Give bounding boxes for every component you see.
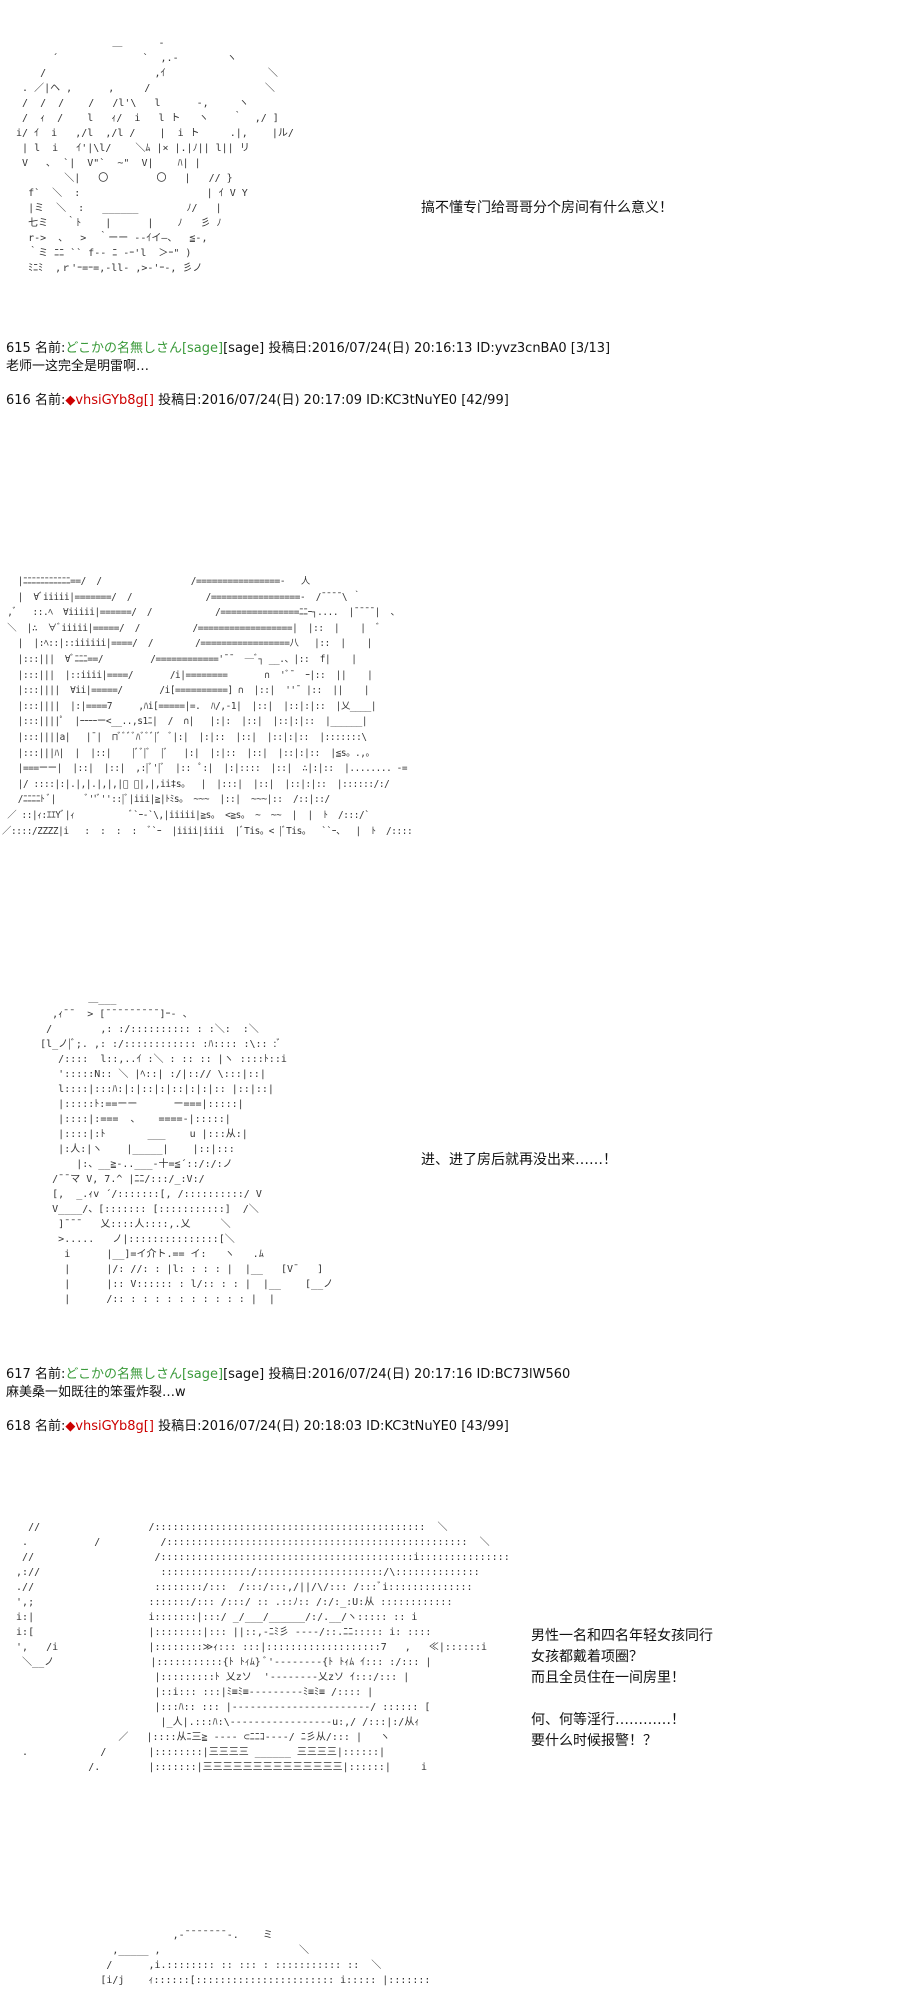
sage-link[interactable]: [sage] [181,1367,224,1382]
post-number: 618 名前: [6,1419,66,1434]
poster-bracket: [] [143,393,154,408]
poster-name-link[interactable]: どこかの名無しさん [65,1367,182,1382]
post-date-id: 投稿日:2016/07/24(日) 20:17:16 ID:BC73lW560 [264,1367,571,1382]
post-header-617: 617 名前:どこかの名無しさん[sage][sage] 投稿日:2016/07… [6,1366,570,1384]
ascii-art-character-2: ＿___ ,ｨ¯¯ > [¯¯¯¯¯¯¯¯¯]ｰ‐ 、 / ,: :/:::::… [40,994,334,1305]
post-date-id: 投稿日:2016/07/24(日) 20:18:03 ID:KC3tNuYE0 … [153,1419,509,1434]
post-body-617: 麻美桑一如既往的笨蛋炸裂…w [6,1385,186,1400]
ascii-art-room-scene: |ﾆﾆﾆﾆﾆﾆﾆﾆﾆﾆﾆ==/ / /================‐ 人 |… [2,576,413,837]
ascii-art-character-1: ＿ ‐ ´ ` ,.- ヽ / ,ｲ ＼ . ／|ヘ , , / ＼ / / /… [16,38,294,274]
dialog-line-1: 搞不懂专门给哥哥分个房间有什么意义！ [421,200,673,216]
poster-trip-name[interactable]: vhsiGYb8g [75,393,144,408]
post-date-id: 投稿日:2016/07/24(日) 20:17:09 ID:KC3tNuYE0 … [153,393,509,408]
sage-link[interactable]: [sage] [181,341,224,356]
dialog-line-3: 男性一名和四名年轻女孩同行 女孩都戴着项圈？ 而且全员住在一间房里！ 何、何等淫… [531,1628,713,1749]
mail-field: [sage] [223,1367,265,1382]
post-number: 615 名前: [6,341,66,356]
trip-diamond-icon: ◆ [65,1419,76,1434]
ascii-art-character-3: // /::::::::::::::::::::::::::::::::::::… [16,1522,510,1773]
post-header-615: 615 名前:どこかの名無しさん[sage][sage] 投稿日:2016/07… [6,340,610,358]
poster-name-link[interactable]: どこかの名無しさん [65,341,182,356]
trip-diamond-icon: ◆ [65,393,76,408]
poster-trip-name[interactable]: vhsiGYb8g [75,1419,144,1434]
post-header-618: 618 名前:◆vhsiGYb8g[] 投稿日:2016/07/24(日) 20… [6,1418,509,1436]
poster-bracket: [] [143,1419,154,1434]
ascii-art-character-4-partial: ,-¯¯¯¯¯¯¯‐. ミ ,_____ , ＼ / ,i.:::::::: :… [100,1930,431,1986]
post-date-id: 投稿日:2016/07/24(日) 20:16:13 ID:yvz3cnBA0 … [264,341,611,356]
post-body-615: 老师一这完全是明雷啊… [6,359,150,374]
post-number: 617 名前: [6,1367,66,1382]
post-header-616: 616 名前:◆vhsiGYb8g[] 投稿日:2016/07/24(日) 20… [6,392,509,410]
mail-field: [sage] [223,341,265,356]
post-number: 616 名前: [6,393,66,408]
dialog-line-2: 进、进了房后就再没出来……！ [421,1152,617,1168]
